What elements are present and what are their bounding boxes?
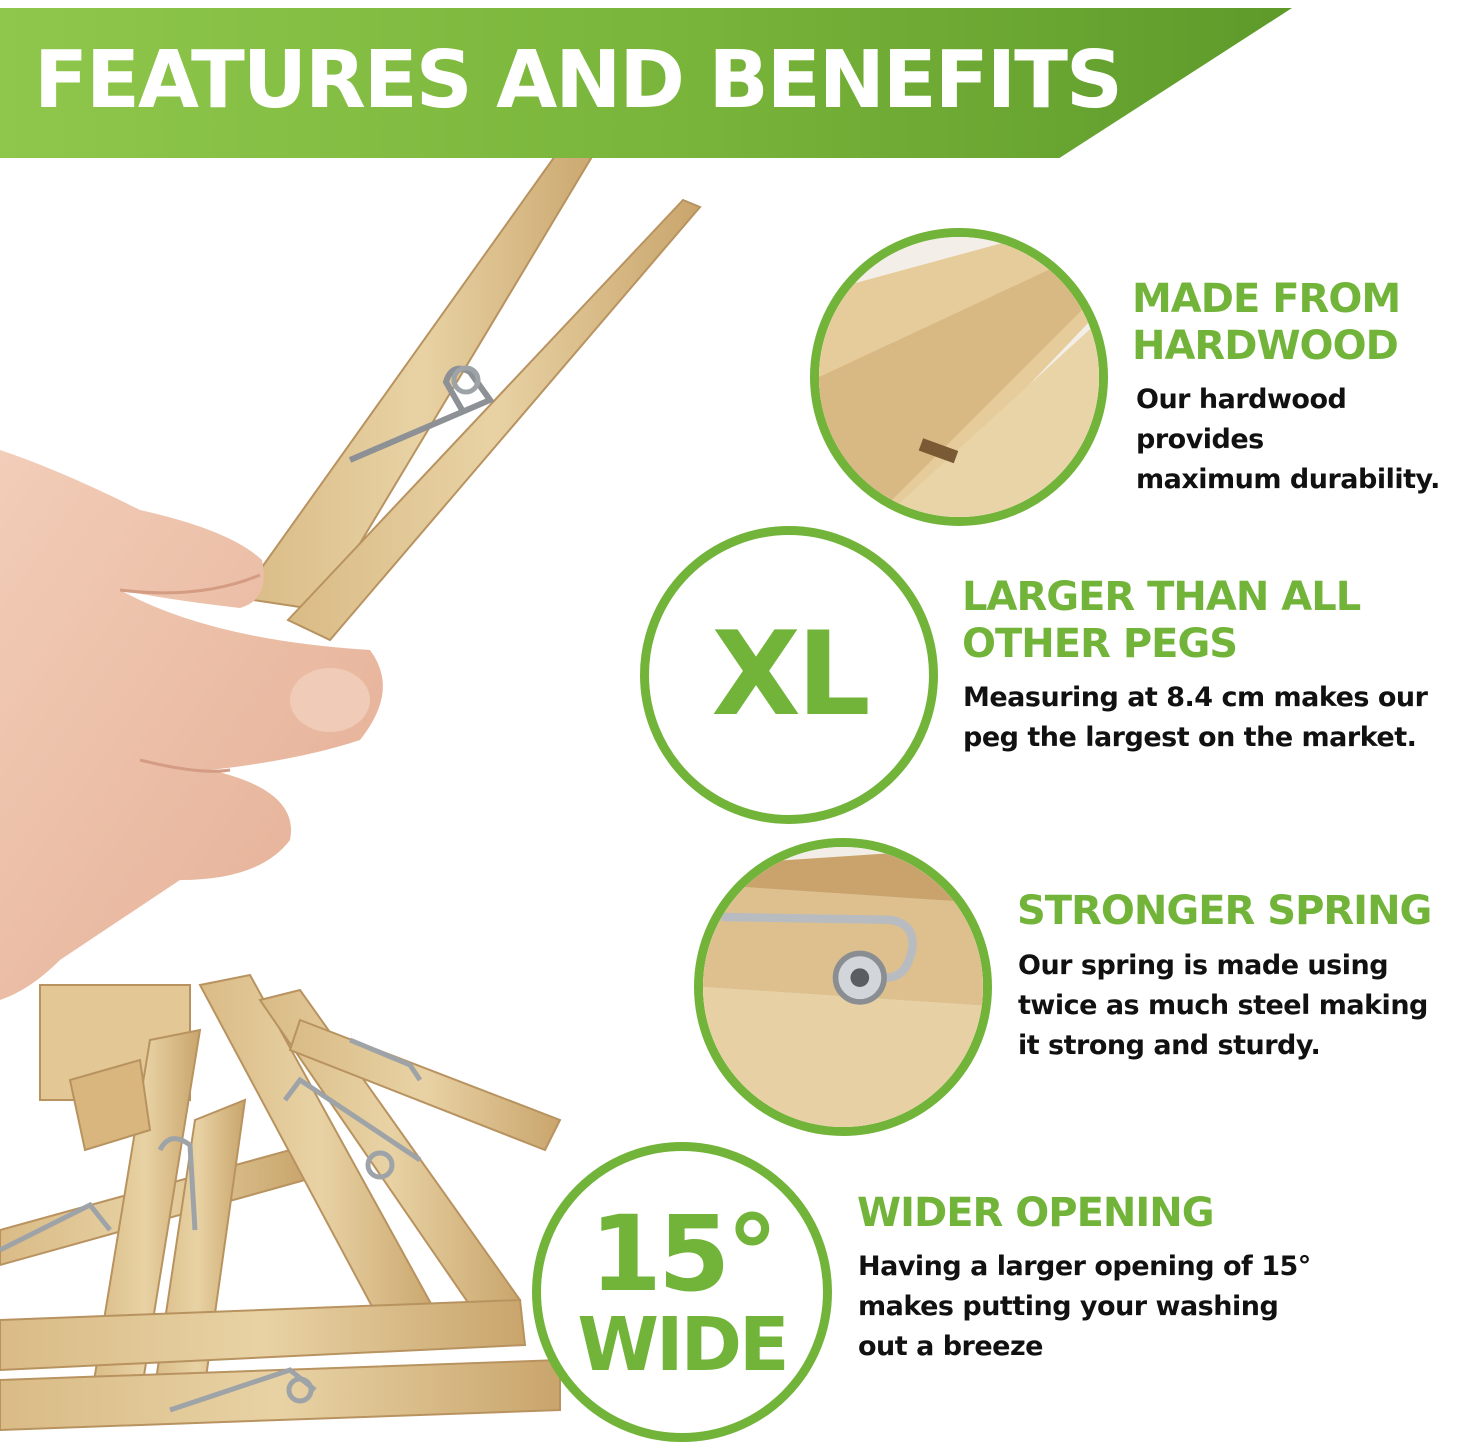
heading-line: LARGER THAN ALL: [962, 574, 1361, 620]
body-line: it strong and sturdy.: [1018, 1030, 1321, 1061]
feature-spring-heading: STRONGER SPRING: [1017, 888, 1432, 935]
body-line: out a breeze: [858, 1331, 1043, 1362]
spring-closeup-icon: [694, 838, 992, 1136]
body-line: peg the largest on the market.: [963, 722, 1417, 753]
peg-pile: [0, 973, 562, 1432]
badge-wide: WIDE: [577, 1302, 789, 1388]
wide-opening-badge-label: 15° WIDE: [532, 1142, 832, 1442]
body-line: maximum durability.: [1136, 464, 1440, 495]
feature-wide-text: Having a larger opening of 15° makes put…: [858, 1247, 1311, 1367]
heading-line: OTHER PEGS: [962, 621, 1238, 667]
feature-xl-heading: LARGER THAN ALL OTHER PEGS: [962, 574, 1361, 668]
feature-hardwood-heading: MADE FROM HARDWOOD: [1132, 276, 1401, 370]
body-line: makes putting your washing: [858, 1291, 1279, 1322]
xl-badge: [640, 526, 938, 824]
body-line: Our hardwood provides: [1136, 384, 1347, 455]
feature-hardwood-text: Our hardwood provides maximum durability…: [1136, 380, 1474, 500]
heading-line: MADE FROM: [1132, 276, 1401, 322]
body-line: twice as much steel making: [1018, 990, 1428, 1021]
heading-line: WIDER OPENING: [857, 1190, 1215, 1236]
body-line: Our spring is made using: [1018, 950, 1389, 981]
badge-degrees: 15°: [589, 1193, 779, 1315]
hand: [0, 450, 383, 1000]
header-banner: [0, 8, 1292, 158]
wide-opening-badge: [532, 1142, 832, 1442]
xl-badge-label: XL: [711, 607, 870, 742]
heading-line: STRONGER SPRING: [1017, 888, 1432, 934]
feature-spring-text: Our spring is made using twice as much s…: [1018, 946, 1428, 1066]
heading-line: HARDWOOD: [1132, 323, 1399, 369]
banner-title: FEATURES AND BENEFITS: [34, 34, 1123, 126]
hardwood-closeup-icon: [810, 228, 1108, 526]
body-line: Measuring at 8.4 cm makes our: [963, 682, 1428, 713]
held-peg: [238, 126, 702, 642]
feature-xl-text: Measuring at 8.4 cm makes our peg the la…: [963, 678, 1428, 758]
feature-wide-heading: WIDER OPENING: [857, 1190, 1215, 1237]
body-line: Having a larger opening of 15°: [858, 1251, 1311, 1282]
